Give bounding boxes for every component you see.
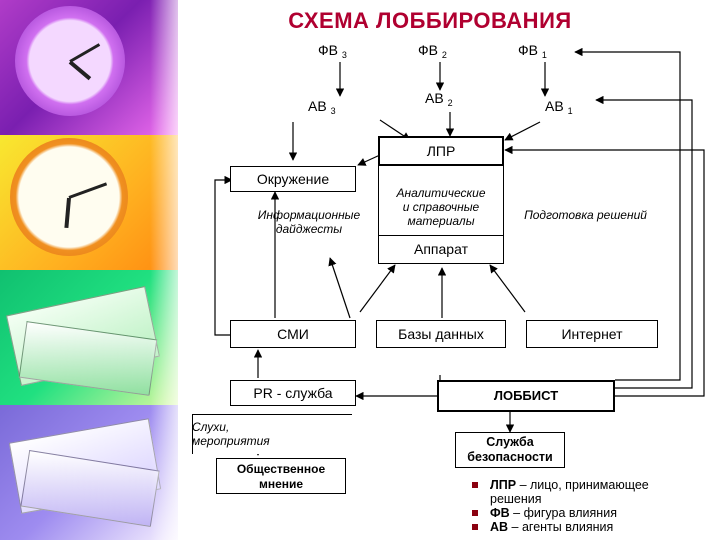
purple-clock-icon [15,6,125,116]
legend-item-lpr: ЛПР – лицо, принимающее решения [470,478,649,506]
lpr-box: ЛПР [378,136,504,166]
smi-box: СМИ [230,320,356,348]
bullet-icon [472,524,478,530]
okruzhenie-box: Окружение [230,166,356,192]
apparat-label-box: Аппарат [378,236,504,264]
av-1-label: АВ 1 [545,98,573,116]
rumors-events-label: Слухи,мероприятия [192,420,270,448]
av-2-label: АВ 2 [425,90,453,108]
legend-item-av: АВ – агенты влияния [470,520,649,534]
internet-box: Интернет [526,320,658,348]
rumors-events-box [192,414,352,454]
databases-box: Базы данных [376,320,506,348]
diagram-title: СХЕМА ЛОББИРОВАНИЯ [288,8,572,33]
lobbyist-box: ЛОББИСТ [437,380,615,412]
fv-2-label: ФВ 2 [418,42,447,60]
pr-service-box: PR - служба [230,380,356,406]
legend: ЛПР – лицо, принимающее решения ФВ – фиг… [470,478,649,534]
av-3-label: АВ 3 [308,98,336,116]
decor-fade [150,0,190,540]
bullet-icon [472,510,478,516]
decision-prep-label: Подготовка решений [524,208,647,222]
legend-item-fv: ФВ – фигура влияния [470,506,649,520]
fv-3-label: ФВ 3 [318,42,347,60]
orange-clock-icon [10,138,128,256]
fv-1-label: ФВ 1 [518,42,547,60]
bullet-icon [472,482,478,488]
apparat-box [378,166,504,236]
